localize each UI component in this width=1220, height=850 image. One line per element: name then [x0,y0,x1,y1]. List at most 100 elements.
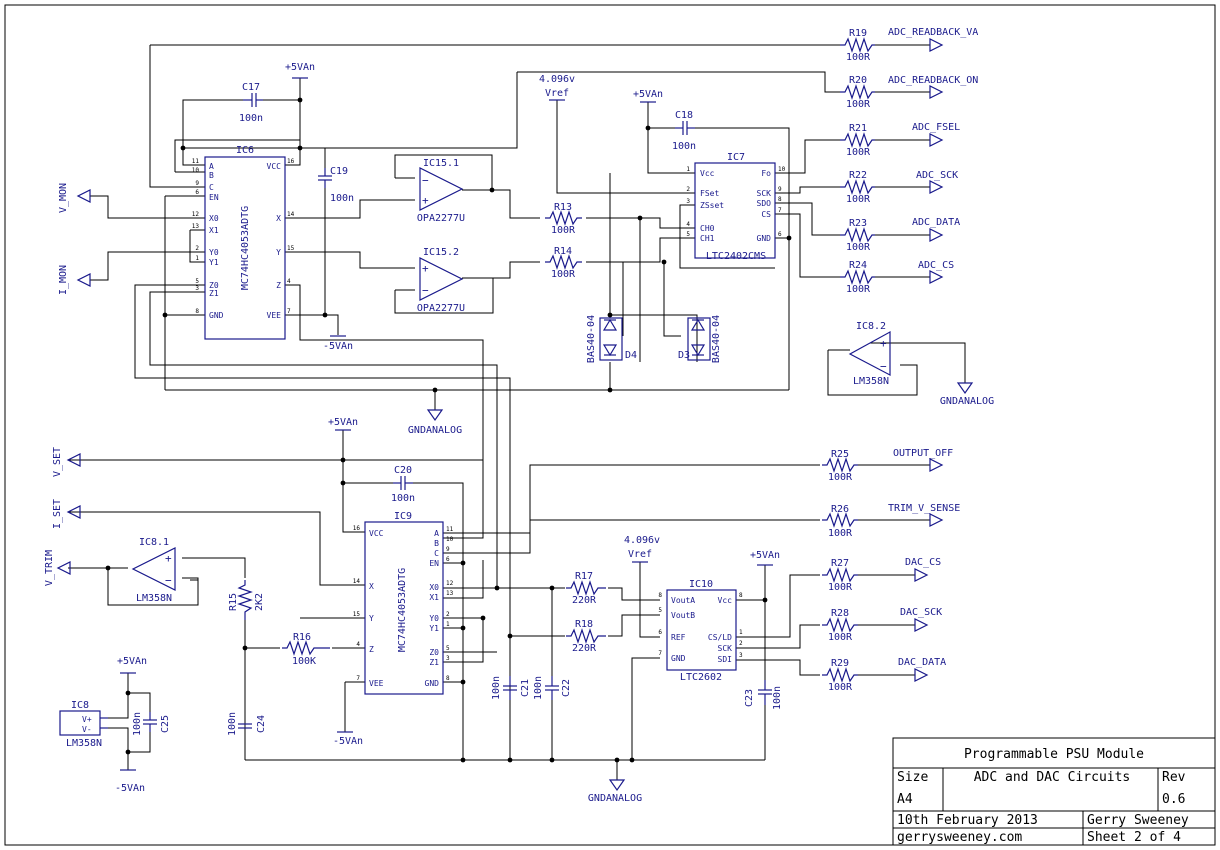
ground-label: GNDANALOG [588,793,642,804]
resistor-r19: R19 100R [840,28,875,63]
ic6-pin-y1: Y1 [209,258,219,267]
c20-value: 100n [391,493,415,504]
ic15-1-ref: IC15.1 [423,158,459,169]
port-i-mon-label: I_MON [58,265,69,295]
r13-value: 100R [551,225,576,236]
resistor-r13: R13 100R [545,202,582,236]
r17-value: 220R [572,595,597,606]
port-v-trim: V_TRIM [44,550,71,586]
resistor-r21: R21 100R [840,123,875,158]
ic9-pinnum: 9 [446,546,450,553]
vref-ic7: Vref 4.096v [539,74,575,101]
r25-value: 100R [828,472,853,483]
opamp-plus-sign: + [880,337,887,350]
c18-ref: C18 [675,110,693,121]
d4-part: BAS40-04 [586,315,597,363]
ic15-2-ref: IC15.2 [423,247,459,258]
c19-value: 100n [330,193,354,204]
c25-value: 100n [132,712,143,736]
d3-part: BAS40-04 [711,315,722,363]
ic9-pinnum: 6 [446,556,450,563]
resistor-r25: R25 100R [822,449,858,483]
c21-ref: C21 [520,679,531,697]
ic6-pin-z1: Z1 [209,289,219,298]
supply-plus5-ic10: +5VAn [750,550,780,566]
r28-value: 100R [828,632,853,643]
ic8-2-ref: IC8.2 [856,321,886,332]
supply-plus5-label: +5VAn [328,417,358,428]
resistor-r20: R20 100R [840,75,875,110]
supply-minus5-ic6: -5VAn [323,335,353,352]
opamp-minus-sign: − [422,174,429,187]
ic6-pinnum: 15 [287,245,295,252]
r13-ref: R13 [554,202,572,213]
supply-plus5-label: +5VAn [117,656,147,667]
ic7-pinnum: 10 [778,166,786,173]
ic6-pin-a: A [209,162,214,171]
ic6-pin-c: C [209,183,214,192]
resistor-r16: R16 100K [282,632,330,667]
ic10-pinnum: 5 [658,607,662,614]
capacitor-c22: C22 100n [533,676,572,700]
c21-value: 100n [491,676,502,700]
vref-ic10: Vref 4.096v [624,535,660,563]
ic9-pin-y1: Y1 [429,624,439,633]
resistor-r26: R26 100R [822,504,858,539]
c17-ref: C17 [242,82,260,93]
ic6-pin-z: Z [276,281,281,290]
r18-value: 220R [572,643,597,654]
vref-value: 4.096v [539,74,575,85]
port-v-mon: V_MON [58,183,91,213]
r29-ref: R29 [831,658,849,669]
c24-ref: C24 [256,715,267,733]
ic9-pin-vee: VEE [369,679,384,688]
port-v-mon-label: V_MON [58,183,69,213]
ground-lower: GNDANALOG [588,779,642,804]
r28-ref: R28 [831,608,849,619]
ic7-pin-sck: SCK [757,189,772,198]
ic7-pinnum: 5 [686,231,690,238]
ic7-pin-sdo: SDO [757,199,772,208]
c23-ref: C23 [744,689,755,707]
r19-value: 100R [846,52,871,63]
c20-ref: C20 [394,465,412,476]
ic8-2-part: LM358N [853,376,889,387]
capacitor-c19: C19 100n [318,166,354,204]
port-adc-cs: ADC_CS [918,260,954,284]
opamp-minus-sign: − [165,574,172,587]
ic10-pinnum: 1 [739,629,743,636]
ic6-pinnum: 5 [195,278,199,285]
ic9-pin-x: X [369,582,374,591]
opamp-minus-sign: − [422,284,429,297]
r19-ref: R19 [849,28,867,39]
ic9-pinnum: 2 [446,611,450,618]
title-size-value: A4 [897,792,913,807]
ic6-pin-gnd: GND [209,311,224,320]
title-author: Gerry Sweeney [1087,813,1189,828]
opamp-ic8-1: + − IC8.1 LM358N [131,537,176,604]
ic10-ref: IC10 [689,579,713,590]
resistor-r18: R18 220R [566,619,606,654]
port-trim-v-sense: TRIM_V_SENSE [888,503,960,527]
resistor-r15: R15 2K2 [228,580,265,620]
ground-upper: GNDANALOG [408,409,462,436]
port-adc-sck-label: ADC_SCK [916,170,958,181]
capacitor-c18: C18 100n [672,110,696,152]
title-website: gerrysweeney.com [897,830,1022,845]
ic9-ref: IC9 [394,511,412,522]
port-dac-data: DAC_DATA [898,657,946,682]
supply-plus5-ic9: +5VAn [328,417,358,431]
r24-value: 100R [846,284,871,295]
ic6-pin-y: Y [276,248,281,257]
ic7-pin-ch0: CH0 [700,224,715,233]
title-sheet-title: ADC and DAC Circuits [974,770,1131,785]
ic10-pin-csld: CS/LD [708,633,732,642]
vref-label: Vref [628,549,652,560]
port-dac-cs-label: DAC_CS [905,557,941,568]
ic10-pinnum: 6 [658,629,662,636]
ic7-pin-vcc: Vcc [700,169,715,178]
ic10-dac: IC10 LTC2602 VoutA VoutB REF GND Vcc CS/… [658,579,743,683]
ic9-pin-z: Z [369,645,374,654]
r24-ref: R24 [849,260,867,271]
ground-label: GNDANALOG [940,396,994,407]
